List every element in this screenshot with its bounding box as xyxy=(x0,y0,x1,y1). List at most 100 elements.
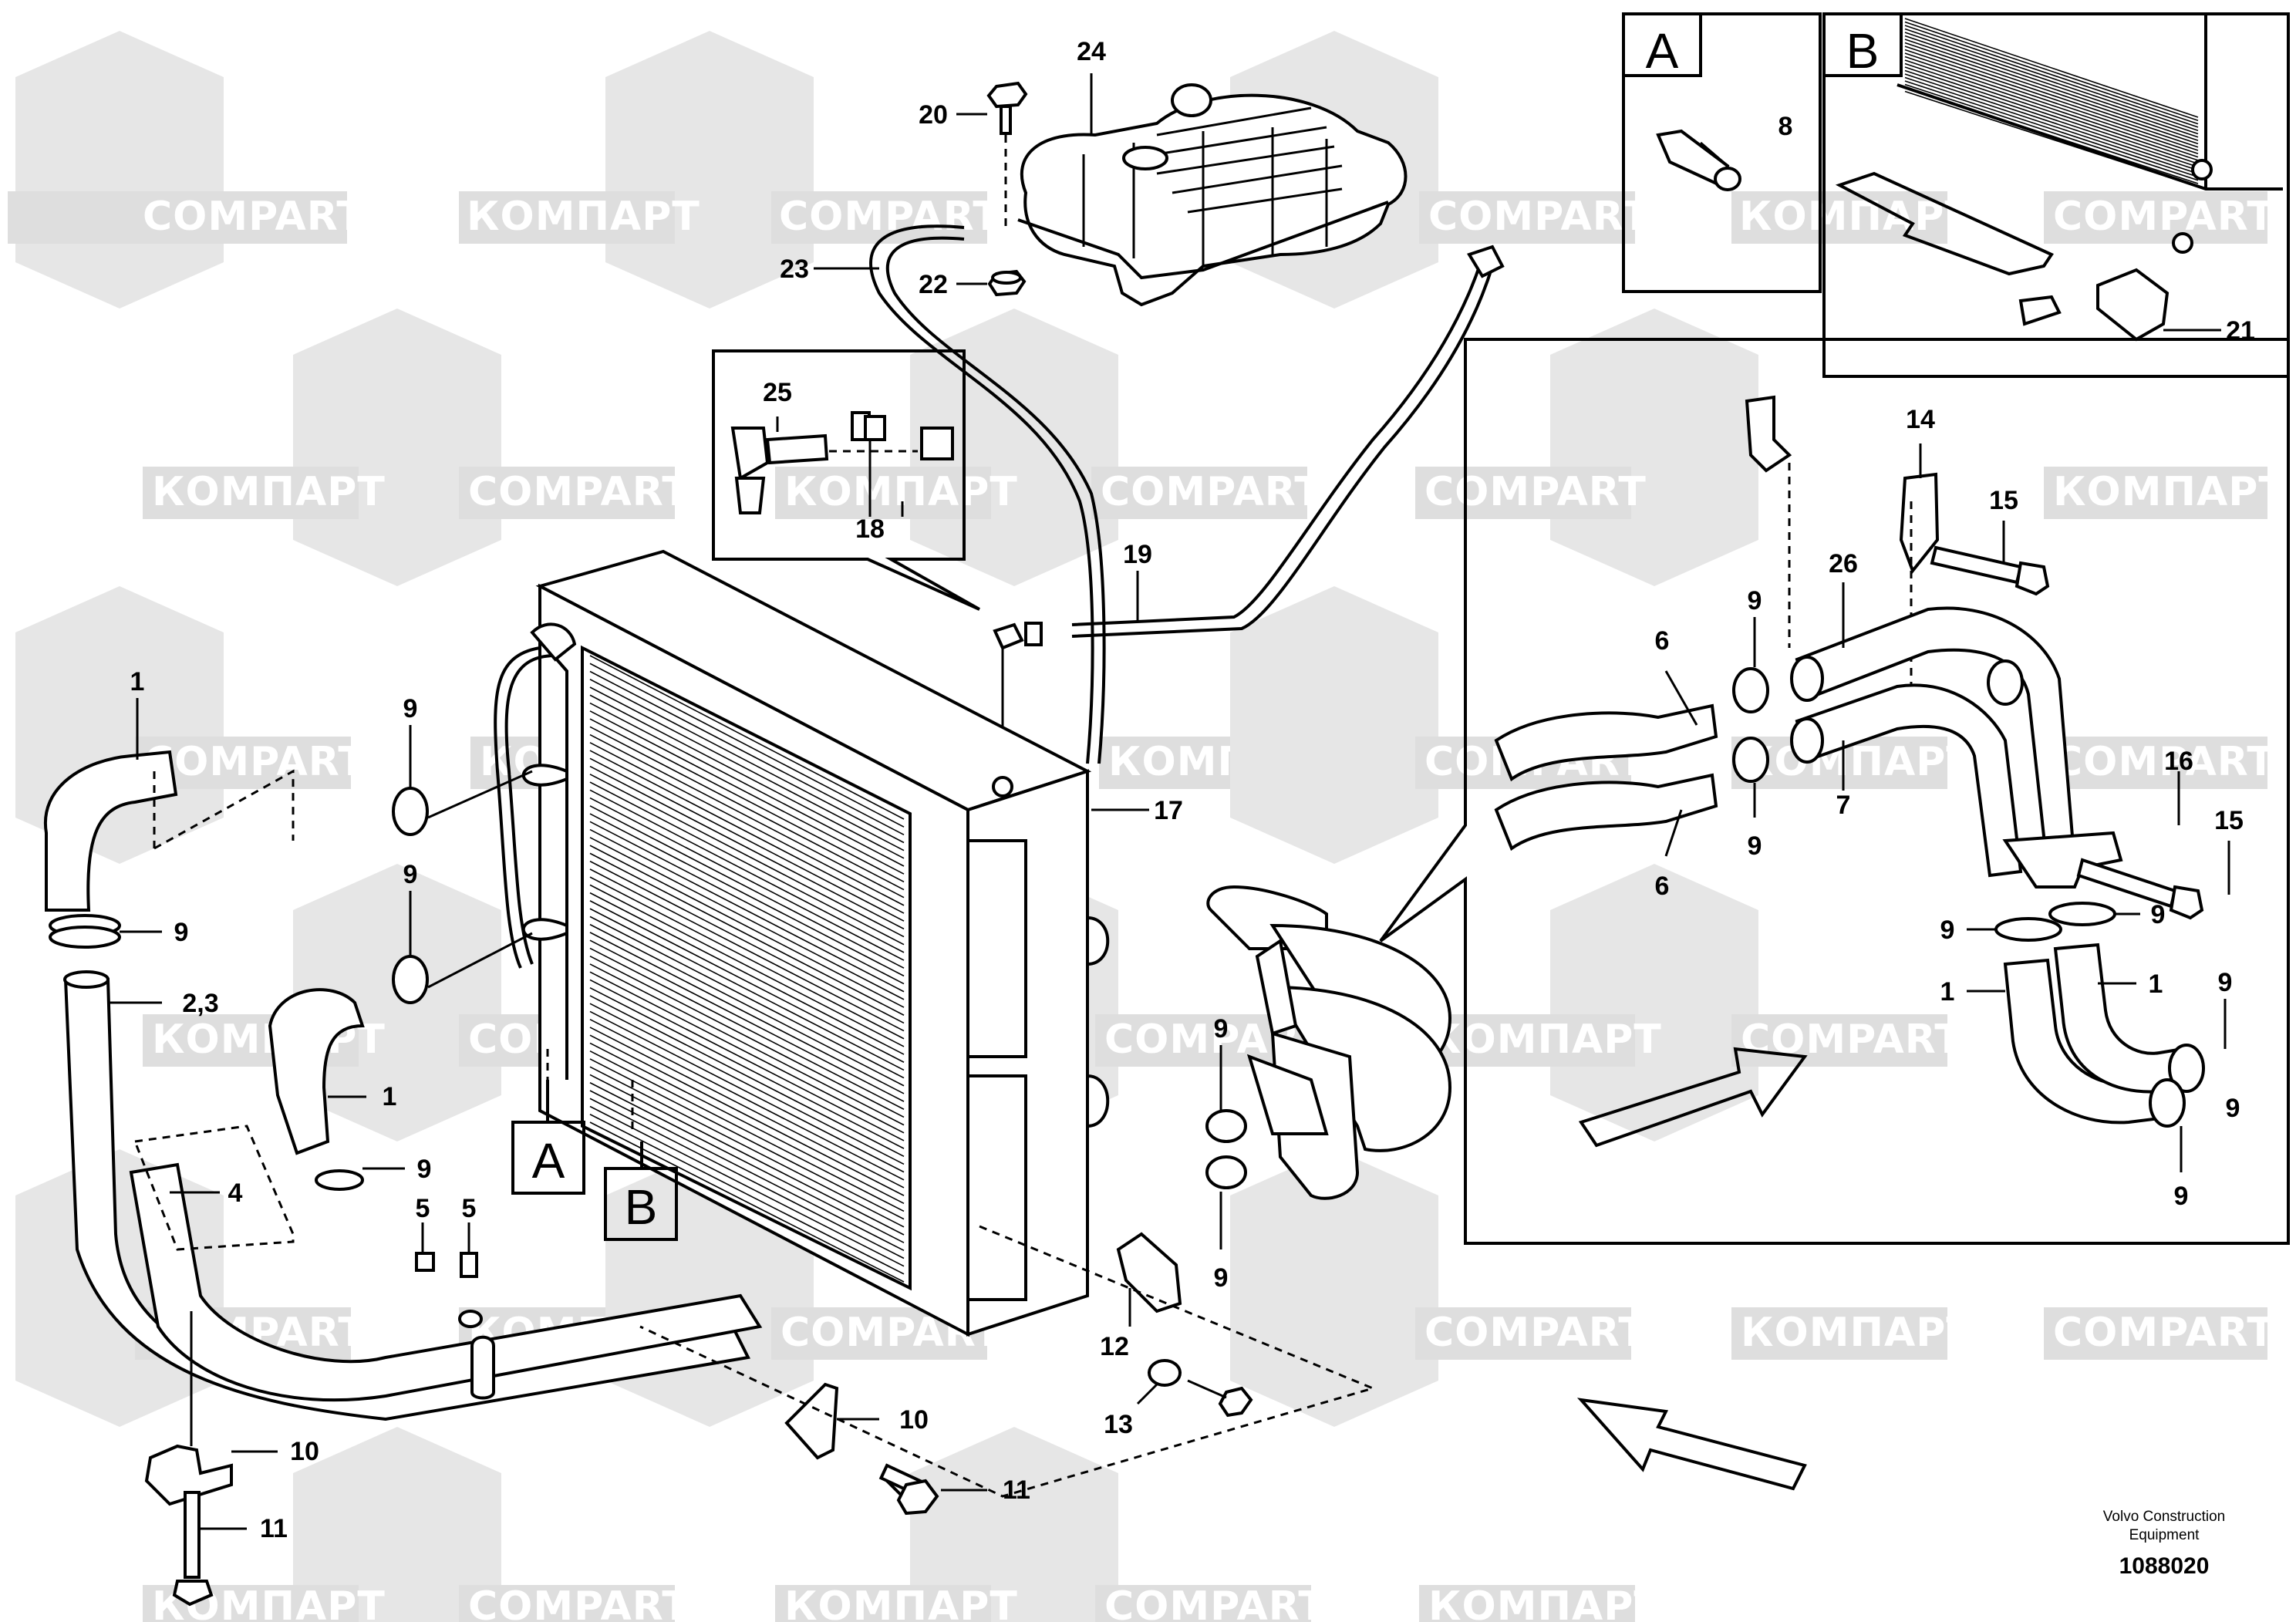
detail-box-b: B xyxy=(1822,12,2290,378)
watermark-text: COMPART xyxy=(2053,1310,2275,1356)
footer-drawing-id: 1088020 xyxy=(2119,1553,2210,1579)
callout-15-bottom: 15 xyxy=(2214,806,2244,835)
callout-9-h: 9 xyxy=(1748,831,1762,861)
leader-dash xyxy=(639,1225,1377,1498)
bracket-10-left xyxy=(144,1311,233,1506)
watermark-text: КОМПАРТ xyxy=(2053,469,2287,515)
callout-22: 22 xyxy=(919,270,948,299)
watermark-tile: COMPART КОМПАРТ COMPART xyxy=(1230,1149,2275,1427)
nut-22 xyxy=(987,269,1027,297)
hose-1-left xyxy=(43,750,178,912)
callout-18: 18 xyxy=(855,514,885,544)
watermark-text: КОМПАРТ xyxy=(784,469,1018,515)
hose-assembly-right xyxy=(1206,885,1452,1200)
callout-15-top: 15 xyxy=(1989,486,2018,515)
callout-25: 25 xyxy=(763,378,792,407)
hose-1-mid xyxy=(268,988,365,1191)
watermark-text: COMPART xyxy=(2053,194,2275,240)
watermark-text: COMPART xyxy=(143,194,365,240)
watermark-tile: КОМПАРТ COMPART xyxy=(775,309,1323,586)
detail-inset-hoses xyxy=(1379,338,2290,1245)
radiator xyxy=(494,549,1110,1337)
watermark-tile: КОМПАРТ xyxy=(1419,1583,1662,1622)
detail-box-b-label: B xyxy=(1846,23,1880,79)
watermark-text: COMPART xyxy=(2053,739,2275,785)
callout-19: 19 xyxy=(1123,540,1152,569)
callout-11-left: 11 xyxy=(260,1514,288,1543)
view-marker-a: A xyxy=(511,1080,585,1195)
detail-box-a: A xyxy=(1622,12,1822,293)
footer-company-line1: Volvo Construction xyxy=(2103,1509,2225,1525)
callout-13: 13 xyxy=(1104,1410,1133,1439)
callout-12: 12 xyxy=(1100,1332,1129,1361)
bolt-11-left xyxy=(172,1491,214,1607)
callout-8: 8 xyxy=(1778,112,1793,141)
watermark-tile: COMPART КОМПАРТ xyxy=(1415,309,2287,586)
callout-17: 17 xyxy=(1154,796,1183,825)
view-marker-b-label: B xyxy=(625,1179,658,1235)
clamp-9-right-upper xyxy=(1205,1109,1247,1143)
bolt-11-right xyxy=(878,1463,939,1516)
callout-labels: 24 20 23 22 25 18 19 17 1 9 9 9 2,3 1 9 … xyxy=(130,37,2255,1543)
watermark-text: COMPART xyxy=(144,739,366,785)
watermark-tile: COMPART xyxy=(2044,191,2275,244)
watermark-text: КОМПАРТ xyxy=(1741,1310,1974,1356)
expansion-tank xyxy=(1017,83,1408,307)
plug-5-left xyxy=(415,1252,495,1400)
callout-9-f: 9 xyxy=(1214,1263,1229,1293)
watermark-text: КОМПАРТ xyxy=(1428,1583,1662,1622)
bracket-12 xyxy=(1116,1232,1182,1313)
watermark-text: КОМПАРТ xyxy=(467,194,700,240)
watermark-tile: COMPART КОМПАРТ COMPART xyxy=(1230,586,2275,864)
bracket-21 xyxy=(2096,268,2170,342)
callout-10-right: 10 xyxy=(899,1405,929,1435)
clamp-9-left xyxy=(49,914,121,949)
view-marker-a-label: A xyxy=(532,1133,565,1189)
callout-9-e: 9 xyxy=(1214,1014,1229,1044)
inset-box-25 xyxy=(712,349,980,611)
callout-4: 4 xyxy=(228,1179,243,1208)
bolt-20 xyxy=(986,81,1028,228)
callout-9-a: 9 xyxy=(403,694,418,723)
watermark-tile: COMPART xyxy=(8,31,365,309)
watermark-text: COMPART xyxy=(1424,1310,1647,1356)
hose-19 xyxy=(1071,244,1505,638)
clamp-9-upper xyxy=(392,787,429,836)
clamp-9-lower xyxy=(392,955,429,1004)
callout-14: 14 xyxy=(1906,405,1935,434)
callout-11-right: 11 xyxy=(1003,1475,1030,1505)
footer: Volvo Construction Equipment 1088020 xyxy=(2103,1509,2225,1579)
callout-9-g: 9 xyxy=(1748,586,1762,615)
plug-5-right xyxy=(458,1252,483,1328)
pipe-4 xyxy=(129,1162,763,1402)
callout-2-3: 2,3 xyxy=(182,989,218,1018)
watermark-text: COMPART xyxy=(1104,1583,1327,1622)
callout-26: 26 xyxy=(1829,549,1858,578)
watermark-text: COMPART xyxy=(468,1583,690,1622)
callout-9-b: 9 xyxy=(403,860,418,889)
watermark-text: COMPART xyxy=(1424,469,1647,515)
watermark-text: COMPART xyxy=(1101,469,1323,515)
watermark-text: КОМПАРТ xyxy=(784,1583,1018,1622)
callout-9-m: 9 xyxy=(2226,1094,2240,1123)
direction-arrow xyxy=(1576,1398,1807,1491)
callout-10-left: 10 xyxy=(290,1437,319,1466)
pipe-2-3 xyxy=(63,970,750,1421)
callout-9-d: 9 xyxy=(417,1155,432,1184)
watermark-tile: КОМПАРТ COMPART xyxy=(775,1427,1327,1622)
hose-23 xyxy=(869,224,1106,764)
callout-1-inset-right: 1 xyxy=(2149,969,2163,999)
callout-9-l: 9 xyxy=(2174,1182,2189,1211)
watermark-text: КОМПАРТ xyxy=(1741,739,1974,785)
leader-lines xyxy=(110,73,2230,1530)
callout-9-k: 9 xyxy=(2218,968,2233,997)
watermark-text: КОМПАРТ xyxy=(1428,1017,1662,1063)
footer-company-line2: Equipment xyxy=(2129,1527,2200,1543)
watermark-text: COMPART xyxy=(1741,1017,1963,1063)
watermark-tile: КОМПАРТ COMPART xyxy=(459,31,1000,309)
callout-9-i: 9 xyxy=(1940,916,1955,945)
callout-16: 16 xyxy=(2164,747,2193,776)
bolt-21 xyxy=(2018,295,2062,326)
watermark-text: COMPART xyxy=(1428,194,1650,240)
callout-1-mid: 1 xyxy=(383,1082,397,1111)
